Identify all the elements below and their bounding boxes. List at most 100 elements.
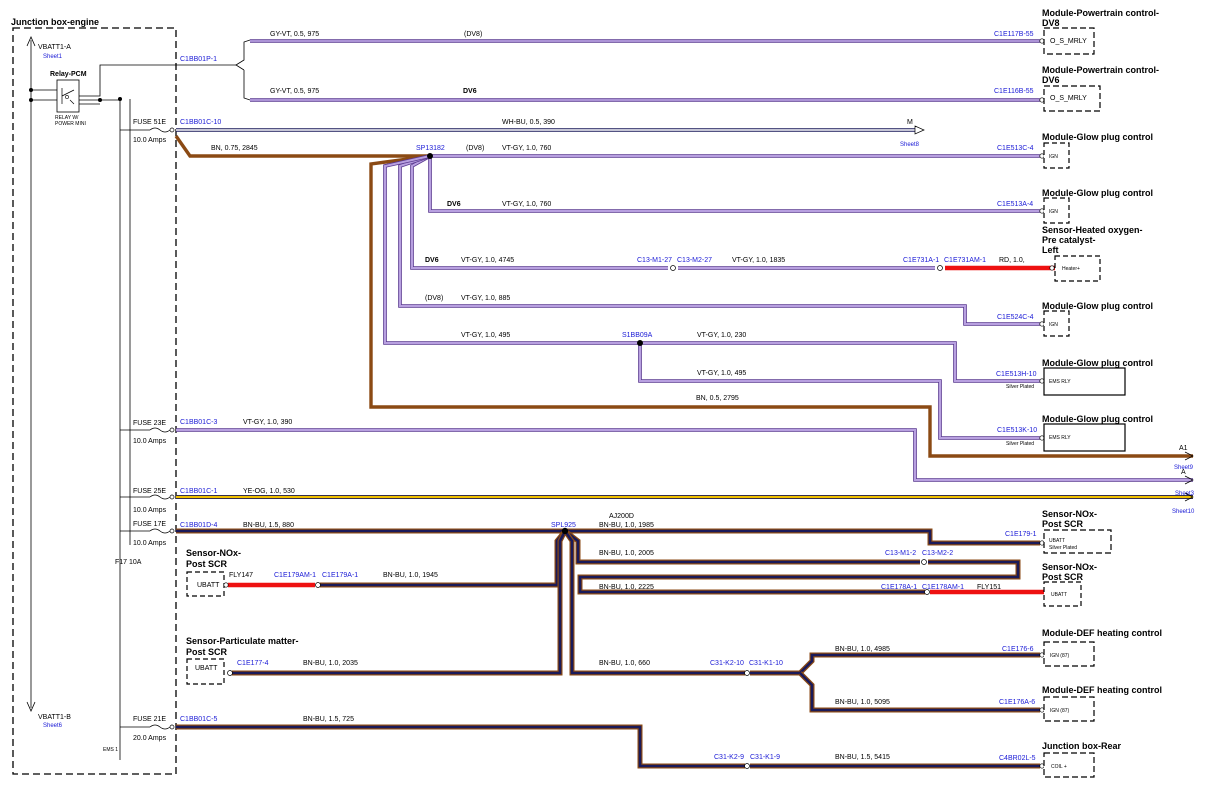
wire-label-w7c: RD, 1.0, [999, 257, 1025, 264]
svg-text:C1E524C-4: C1E524C-4 [997, 314, 1034, 321]
sensor-nox-right-2[interactable]: Sensor-NOx- Post SCR UBATT [1042, 562, 1097, 607]
module-def-2[interactable]: Module-DEF heating control C1E176A-6 IGN… [999, 685, 1162, 722]
splice-sp13182[interactable]: SP13182 [416, 145, 445, 152]
conn-c1e179am1[interactable]: C1E179AM-1 [274, 572, 316, 579]
wire-label-w21: BN-BU, 1.0, 660 [599, 660, 650, 667]
wire-label-w24: BN-BU, 1.5, 725 [303, 716, 354, 723]
svg-text:Junction box-Rear: Junction box-Rear [1042, 741, 1122, 751]
module-glow-3[interactable]: Module-Glow plug control C1E524C-4 IGN [997, 301, 1153, 337]
label-fly147: FLY147 [229, 572, 253, 579]
offsheet-sheet9[interactable]: Sheet9 [1174, 465, 1194, 471]
fuse-51e[interactable]: FUSE 51E 10.0 Amps [120, 119, 175, 144]
conn-c1bb01d4[interactable]: C1BB01D-4 [180, 522, 217, 529]
conn-c13m127[interactable]: C13-M1-27 [637, 257, 672, 264]
fuse-21e[interactable]: FUSE 21E 20.0 Amps [120, 716, 175, 742]
offsheet-sheet8[interactable]: Sheet8 [900, 142, 920, 148]
svg-text:10.0 Amps: 10.0 Amps [133, 438, 167, 445]
svg-text:Left: Left [1042, 245, 1059, 255]
relay-sub1: RELAY W/ [55, 115, 79, 121]
fuse-23e[interactable]: FUSE 23E 10.0 Amps [120, 420, 175, 445]
svg-text:Silver Plated: Silver Plated [1006, 441, 1034, 447]
sensor-ho2s[interactable]: Sensor-Heated oxygen- Pre catalyst- Left… [1042, 225, 1143, 282]
ems-label: EMS 1 [103, 747, 118, 753]
svg-text:Silver Plated: Silver Plated [1049, 545, 1077, 551]
svg-text:UBATT: UBATT [195, 665, 218, 672]
conn-c13m227[interactable]: C13-M2-27 [677, 257, 712, 264]
vbatt-bottom-label: VBATT1-B [38, 714, 71, 721]
conn-c1bb01c1[interactable]: C1BB01C-1 [180, 488, 217, 495]
conn-c13m12[interactable]: C13-M1-2 [885, 550, 916, 557]
fuse-25e[interactable]: FUSE 25E 10.0 Amps [120, 488, 175, 514]
wire-ye-og[interactable] [176, 492, 1194, 502]
wire-bn-075[interactable] [174, 135, 430, 158]
bnbu-network[interactable] [176, 528, 1040, 769]
left-sensor-nox[interactable]: Sensor-NOx- Post SCR UBATT [186, 548, 241, 597]
module-pcm-dv8[interactable]: Module-Powertrain control- DV8 C1E117B-5… [994, 8, 1159, 55]
wire-label-w4: BN, 0.75, 2845 [211, 145, 258, 152]
fuse-f17-label: F17 10A [115, 559, 142, 566]
svg-text:UBATT: UBATT [1049, 538, 1065, 544]
left-sensor-particulate[interactable]: Sensor-Particulate matter- Post SCR UBAT… [186, 636, 299, 685]
vbatt-top-sheet[interactable]: Sheet1 [43, 54, 63, 60]
wire-label-w9: VT-GY, 1.0, 495 [461, 332, 510, 339]
module-glow-2[interactable]: Module-Glow plug control C1E513A-4 IGN [997, 188, 1153, 224]
wire-label-w16: BN-BU, 1.0, 1985 [599, 522, 654, 529]
conn-c1bb01c3[interactable]: C1BB01C-3 [180, 419, 217, 426]
offsheet-sheet3[interactable]: Sheet3 [1175, 491, 1195, 497]
svg-text:IGN: IGN [1049, 322, 1058, 328]
splice-s1bb09a[interactable]: S1BB09A [622, 332, 653, 339]
wire-label-w7: VT-GY, 1.0, 4745 [461, 257, 514, 264]
svg-text:C1E117B-55: C1E117B-55 [994, 31, 1034, 38]
splice-spl925[interactable]: SPL925 [551, 522, 576, 529]
conn-c1e1774[interactable]: C1E177-4 [237, 660, 269, 667]
conn-c1e731a1[interactable]: C1E731A-1 [903, 257, 939, 264]
svg-text:IGN (87): IGN (87) [1050, 708, 1070, 714]
wire-bn-05[interactable] [369, 154, 1193, 458]
svg-text:Post SCR: Post SCR [1042, 519, 1084, 529]
wire-wh-bu[interactable] [176, 125, 925, 135]
svg-text:FUSE 23E: FUSE 23E [133, 420, 166, 427]
svg-text:Sensor-NOx-: Sensor-NOx- [186, 548, 241, 558]
label-aj200d: AJ200D [609, 513, 634, 520]
svg-text:Module-Glow plug control: Module-Glow plug control [1042, 358, 1153, 368]
junction-box-outline [12, 27, 177, 775]
vbatt-bottom-sheet[interactable]: Sheet6 [43, 723, 63, 729]
wire-label-w13: VT-GY, 1.0, 390 [243, 419, 292, 426]
junction-box-title: Junction box-engine [11, 17, 99, 27]
conn-c31k210[interactable]: C31-K2-10 [710, 660, 744, 667]
svg-text:C1E116B-55: C1E116B-55 [994, 88, 1034, 95]
module-glow-1[interactable]: Module-Glow plug control C1E513C-4 IGN [997, 132, 1153, 169]
conn-c1bb01p1[interactable]: C1BB01P-1 [180, 56, 217, 63]
conn-c31k110[interactable]: C31-K1-10 [749, 660, 783, 667]
svg-text:Module-Glow plug control: Module-Glow plug control [1042, 414, 1153, 424]
conn-c1e178am1[interactable]: C1E178AM-1 [922, 584, 964, 591]
conn-c1e731am1[interactable]: C1E731AM-1 [944, 257, 986, 264]
svg-text:IGN (87): IGN (87) [1050, 653, 1070, 659]
conn-c13m22[interactable]: C13-M2-2 [922, 550, 953, 557]
conn-c1bb01c10[interactable]: C1BB01C-10 [180, 119, 221, 126]
wire-label-w15: BN-BU, 1.5, 880 [243, 522, 294, 529]
sensor-nox-right-1[interactable]: Sensor-NOx- Post SCR C1E179-1 UBATT Silv… [1005, 509, 1112, 554]
svg-text:O_S_MRLY: O_S_MRLY [1050, 38, 1087, 45]
wire-label-w14: YE-OG, 1.0, 530 [243, 488, 295, 495]
wire-tag-w7: DV6 [425, 257, 439, 264]
conn-c31k29[interactable]: C31-K2-9 [714, 754, 744, 761]
junction-box-rear[interactable]: Junction box-Rear C4BR02L-5 COIL + [999, 741, 1122, 778]
conn-c1e179a1[interactable]: C1E179A-1 [322, 572, 358, 579]
wire-label-w20: BN-BU, 1.0, 2035 [303, 660, 358, 667]
svg-text:IGN: IGN [1049, 209, 1058, 215]
conn-c1e178a1[interactable]: C1E178A-1 [881, 584, 917, 591]
module-pcm-dv6[interactable]: Module-Powertrain control- DV6 C1E116B-5… [994, 65, 1159, 112]
module-def-1[interactable]: Module-DEF heating control C1E176-6 IGN … [1002, 628, 1162, 667]
module-glow-4[interactable]: Module-Glow plug control C1E513H-10 Silv… [996, 358, 1153, 396]
conn-c31k19[interactable]: C31-K1-9 [750, 754, 780, 761]
conn-c1bb01c5[interactable]: C1BB01C-5 [180, 716, 217, 723]
violet-fan[interactable] [176, 154, 1193, 482]
svg-text:Sensor-Heated oxygen-: Sensor-Heated oxygen- [1042, 225, 1143, 235]
module-glow-5[interactable]: Module-Glow plug control C1E513K-10 Silv… [997, 414, 1153, 452]
wire-label-w6: VT-GY, 1.0, 760 [502, 201, 551, 208]
wire-label-w22: BN-BU, 1.0, 4985 [835, 646, 890, 653]
fuse-17e[interactable]: FUSE 17E 10.0 Amps [120, 521, 175, 547]
offsheet-sheet10[interactable]: Sheet10 [1172, 509, 1195, 515]
